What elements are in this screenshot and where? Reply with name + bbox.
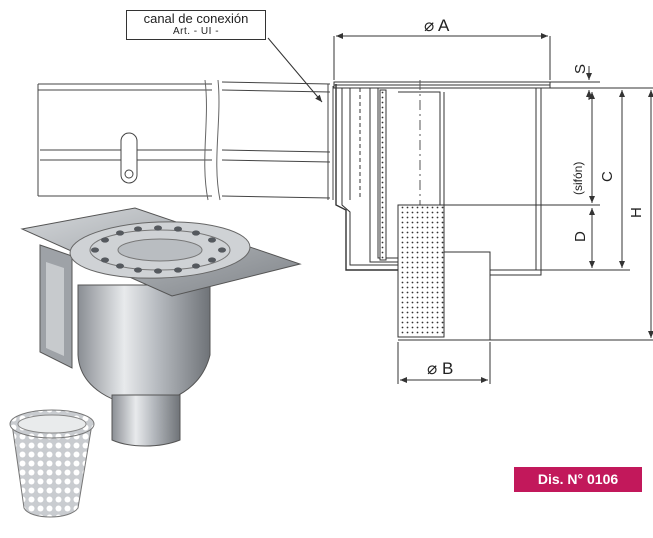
drain-product-image	[20, 207, 302, 447]
dim-B-label: ⌀ B	[427, 359, 453, 378]
dim-D-label: D	[572, 231, 589, 242]
callout-leader	[267, 37, 323, 103]
drain-section	[333, 80, 551, 341]
basket-product-image	[9, 409, 95, 518]
dim-C-label: C	[599, 171, 616, 182]
drawing-number-badge: Dis. N° 0106	[514, 467, 642, 492]
connection-channel-callout: canal de conexión Art. - UI -	[126, 10, 266, 40]
callout-article: Art. - UI -	[172, 26, 220, 37]
dimension-lines	[333, 33, 653, 384]
connection-channel	[37, 79, 334, 201]
dim-H-label: H	[628, 207, 645, 218]
dim-A-label: ⌀ A	[424, 16, 450, 35]
dim-S-label: S	[572, 64, 589, 74]
dim-siphon-label: (sifón)	[571, 162, 585, 195]
callout-title: canal de conexión	[143, 11, 249, 26]
